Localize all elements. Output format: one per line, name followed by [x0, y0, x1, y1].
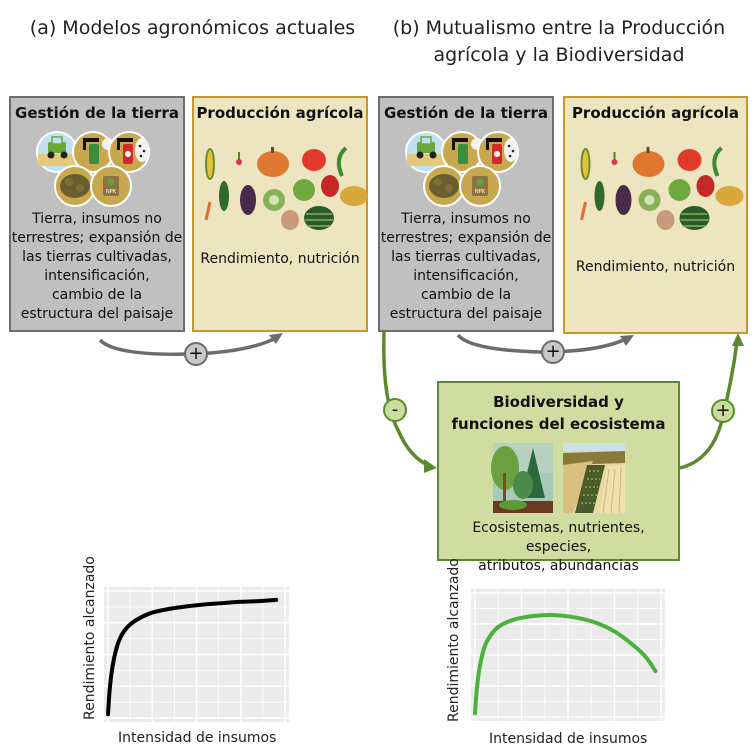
npk-fertilizer-icon: NPK	[90, 165, 132, 207]
vegetables-illustration	[204, 146, 368, 230]
land-management-box-a: Gestión de la tierra	[9, 96, 185, 332]
land-management-icons: NPK	[405, 131, 519, 207]
chart-a-ylabel: Rendimiento alcanzado	[82, 556, 98, 720]
yield-curve-line	[473, 613, 658, 716]
biodiversity-box: Biodiversidad y funciones del ecosistema	[437, 381, 680, 574]
land-management-box-b: Gestión de la tierra	[378, 96, 554, 332]
forest-image	[490, 443, 553, 513]
panel-a-title: (a) Modelos agronómicos actuales	[29, 17, 356, 39]
agricultural-production-box-b: Producción agrícola Rendimiento, nutrici…	[563, 96, 748, 334]
positive-effect-badge-a: +	[184, 342, 208, 366]
yield-curve-line	[106, 597, 279, 717]
agricultural-production-description: Rendimiento, nutrición	[575, 259, 736, 275]
tractor-icon	[36, 131, 78, 173]
biodiversity-title: Biodiversidad y funciones del ecosistema	[451, 393, 666, 433]
chart-b-xlabel: Intensidad de insumos	[489, 731, 648, 747]
negative-effect-badge: -	[383, 398, 407, 422]
positive-effect-badge-biodiversity: +	[711, 399, 735, 423]
manure-icon	[54, 165, 96, 207]
npk-fertilizer-icon: NPK	[459, 165, 501, 207]
agricultural-production-box-a: Producción agrícola Rendimiento, nutrici…	[192, 96, 368, 332]
manure-icon	[423, 165, 465, 207]
agricultural-production-title: Producción agrícola	[196, 104, 364, 122]
sprayer-icon	[441, 131, 483, 173]
svg-text:NPK: NPK	[475, 189, 486, 195]
agricultural-production-title: Producción agrícola	[571, 104, 740, 122]
biodiversity-description: Ecosistemas, nutrientes, especies, atrib…	[472, 520, 645, 574]
chart-b	[471, 589, 665, 721]
land-management-description: Tierra, insumos no terrestres; expansión…	[11, 211, 183, 322]
panel-b-title-line2: agrícola y la Biodiversidad	[433, 44, 685, 66]
land-management-icons: NPK	[36, 131, 150, 207]
arrowhead	[424, 459, 437, 473]
farmland-image	[562, 443, 625, 514]
arrowhead	[620, 335, 634, 346]
agricultural-production-description: Rendimiento, nutrición	[200, 251, 360, 267]
panel-b-title: (b) Mutualismo entre la Producción agríc…	[378, 15, 740, 69]
arrowhead	[269, 333, 283, 344]
arrow-biodiversity-to-production	[679, 333, 744, 470]
positive-effect-badge-b: +	[541, 340, 565, 364]
chart-b-ylabel: Rendimiento alcanzado	[446, 558, 462, 722]
panel-b-title-line1: (b) Mutualismo entre la Producción	[392, 17, 726, 39]
land-management-title: Gestión de la tierra	[384, 104, 548, 122]
land-management-description: Tierra, insumos no terrestres; expansión…	[380, 211, 552, 322]
tractor-icon	[405, 131, 447, 173]
arrowhead	[732, 333, 744, 346]
vegetables-illustration	[580, 146, 744, 230]
chart-a-xlabel: Intensidad de insumos	[118, 730, 277, 746]
svg-text:NPK: NPK	[106, 189, 117, 195]
land-management-title: Gestión de la tierra	[15, 104, 179, 122]
pesticide-sprayer-icon	[477, 131, 519, 173]
pesticide-sprayer-icon	[108, 131, 150, 173]
chart-a	[104, 587, 289, 722]
